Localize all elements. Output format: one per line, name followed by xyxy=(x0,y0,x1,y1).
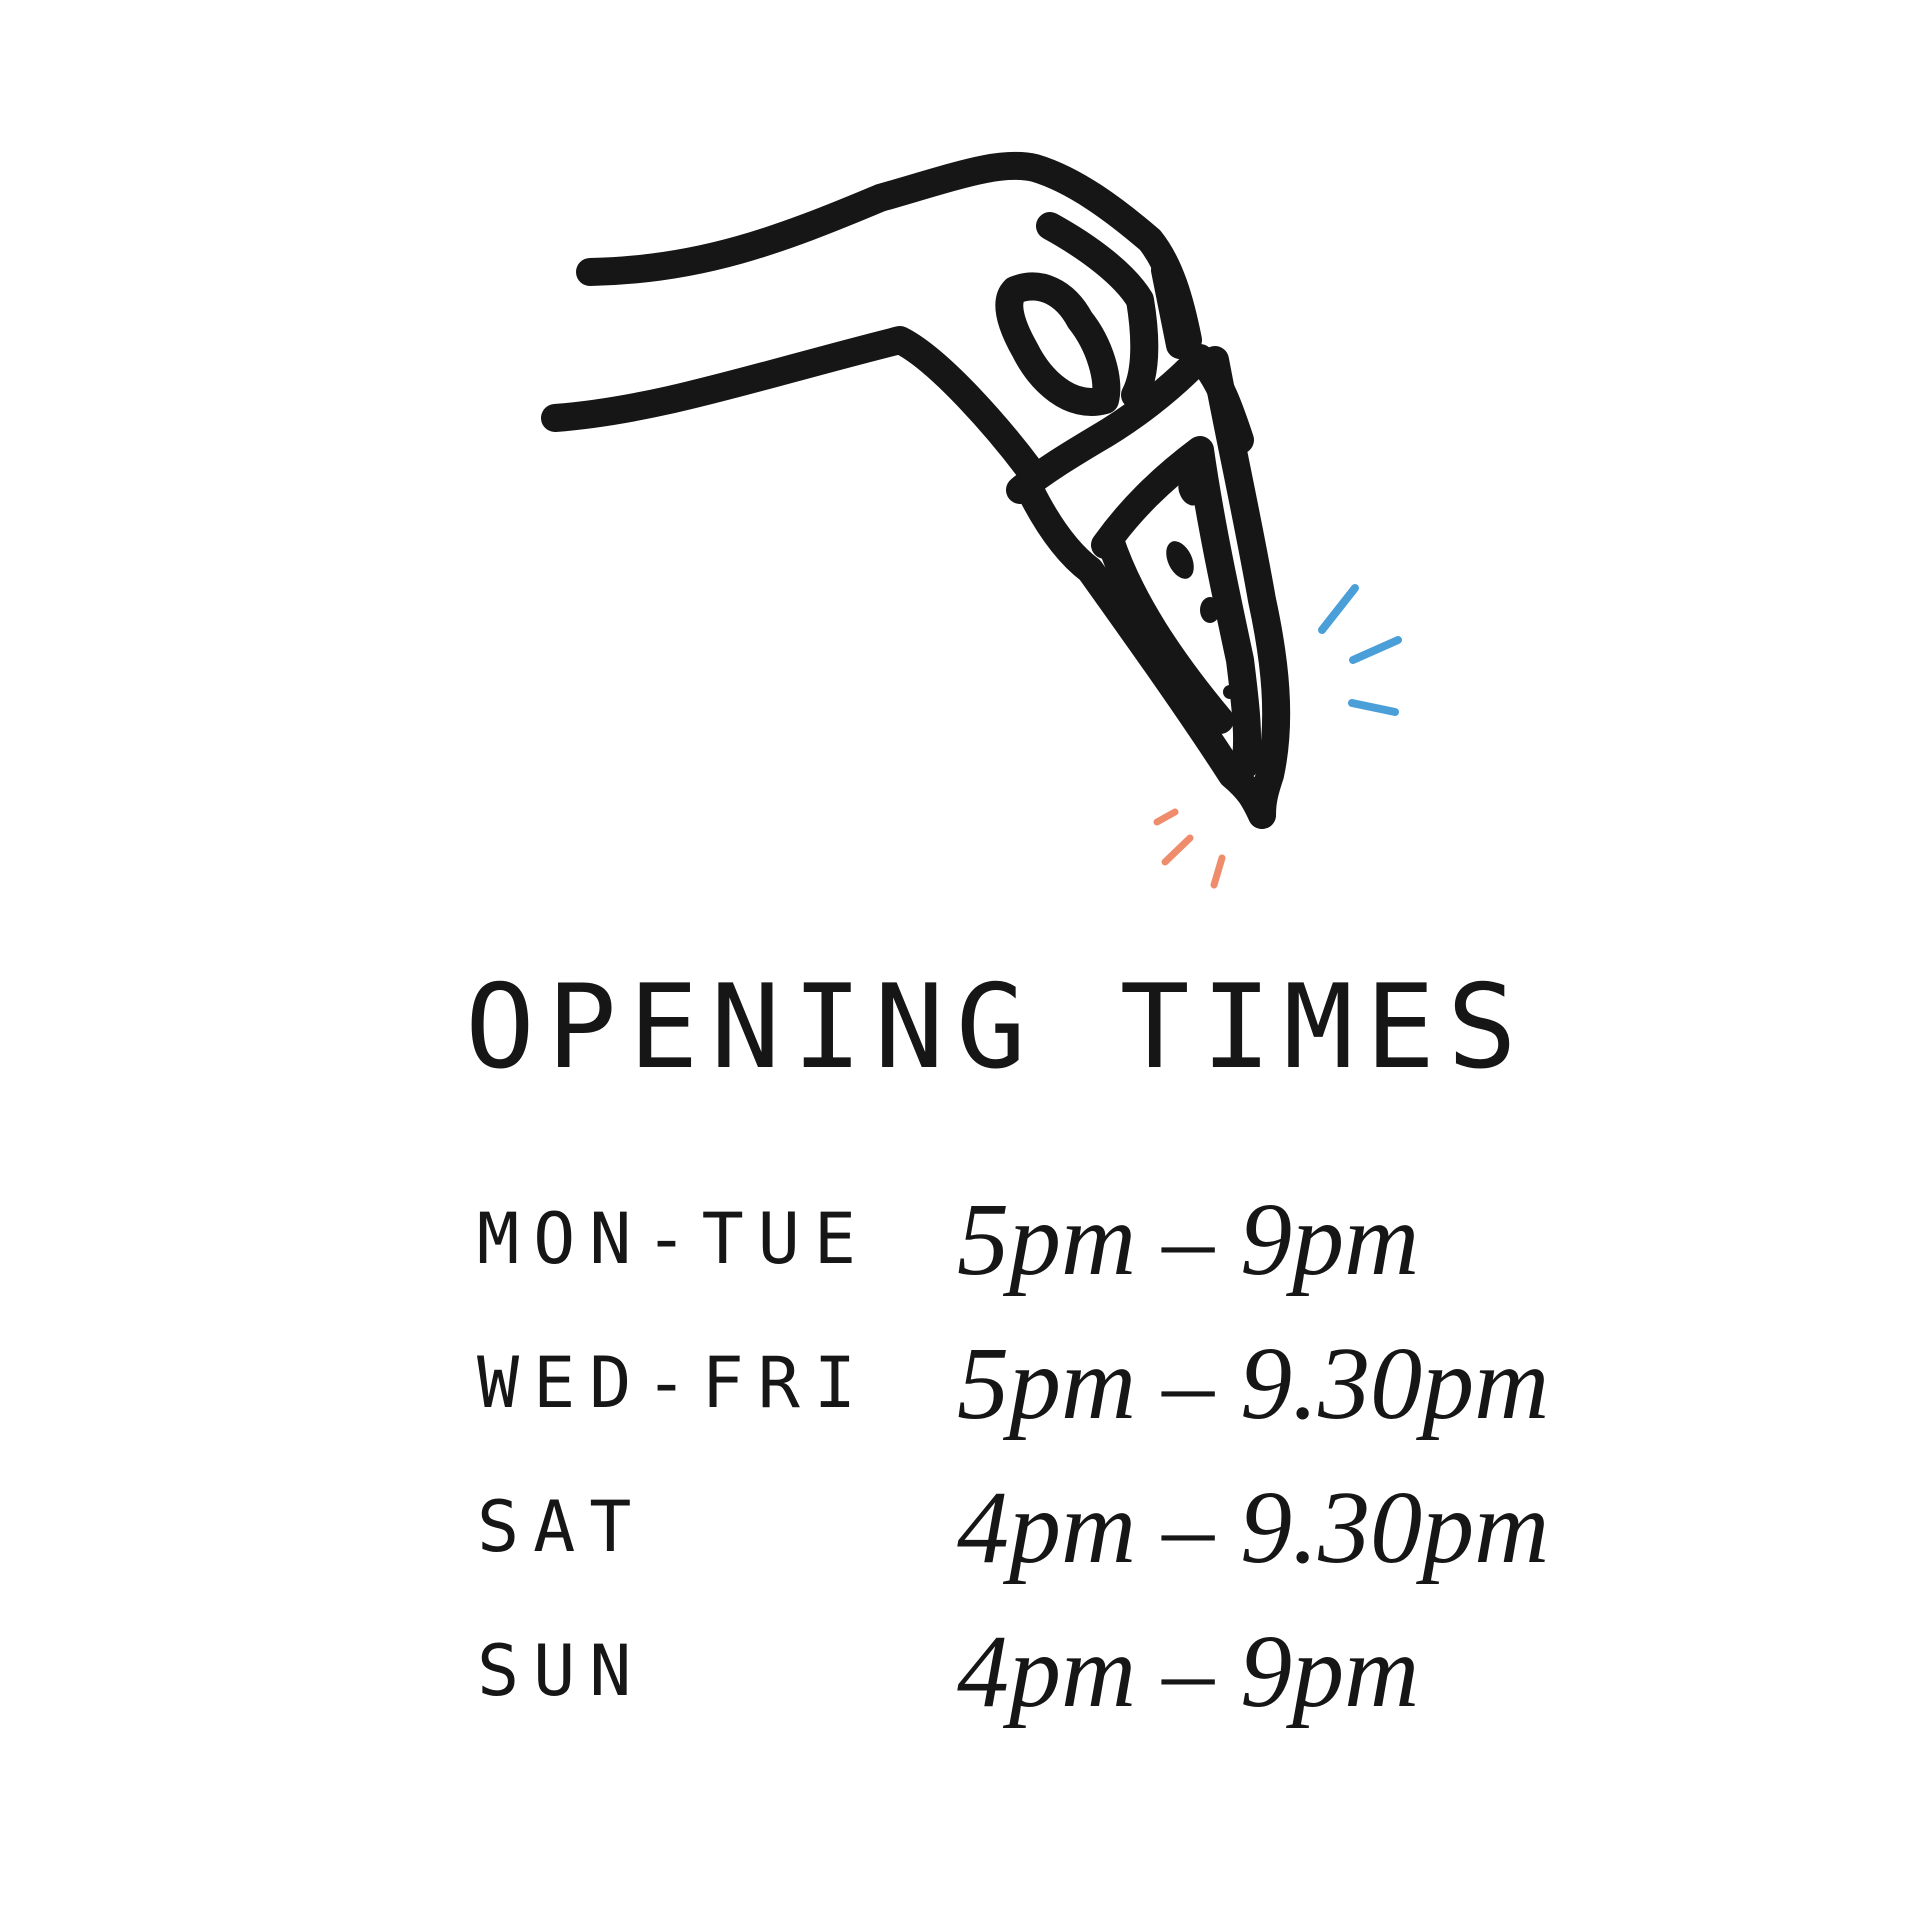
thumb-tip-outline xyxy=(995,272,1121,416)
pizza-toppings xyxy=(1166,474,1237,699)
blue-motion-lines xyxy=(1318,584,1402,716)
day-label: SUN xyxy=(477,1630,646,1712)
pizza-inner-edge xyxy=(1091,436,1262,779)
hand-holding-pizza-slice-icon xyxy=(541,151,1402,889)
day-label: MON-TUE xyxy=(477,1198,871,1280)
time-range: 5pm – 9.30pm xyxy=(957,1326,1550,1441)
page-title: OPENING TIMES xyxy=(465,960,1529,1095)
hours-row: SAT 4pm – 9.30pm xyxy=(477,1476,1677,1620)
day-label: SAT xyxy=(477,1486,646,1568)
pizza-right-edge xyxy=(1201,346,1291,829)
opening-hours-list: MON-TUE 5pm – 9pm WED-FRI 5pm – 9.30pm S… xyxy=(477,1188,1677,1764)
hours-row: MON-TUE 5pm – 9pm xyxy=(477,1188,1677,1332)
time-range: 4pm – 9pm xyxy=(957,1614,1420,1729)
pizza-slice-outline xyxy=(1016,476,1276,829)
upper-finger-outline xyxy=(576,151,1202,354)
time-range: 5pm – 9pm xyxy=(957,1182,1420,1297)
thumb-outline xyxy=(1036,212,1159,409)
pizza-cut-line xyxy=(1096,526,1234,734)
knuckle-line xyxy=(1151,256,1194,359)
orange-motion-lines xyxy=(1153,808,1226,889)
hours-row: SUN 4pm – 9pm xyxy=(477,1620,1677,1764)
time-range: 4pm – 9.30pm xyxy=(957,1470,1550,1585)
hours-row: WED-FRI 5pm – 9.30pm xyxy=(477,1332,1677,1476)
lower-finger-outline xyxy=(541,326,1044,484)
day-label: WED-FRI xyxy=(477,1342,871,1424)
